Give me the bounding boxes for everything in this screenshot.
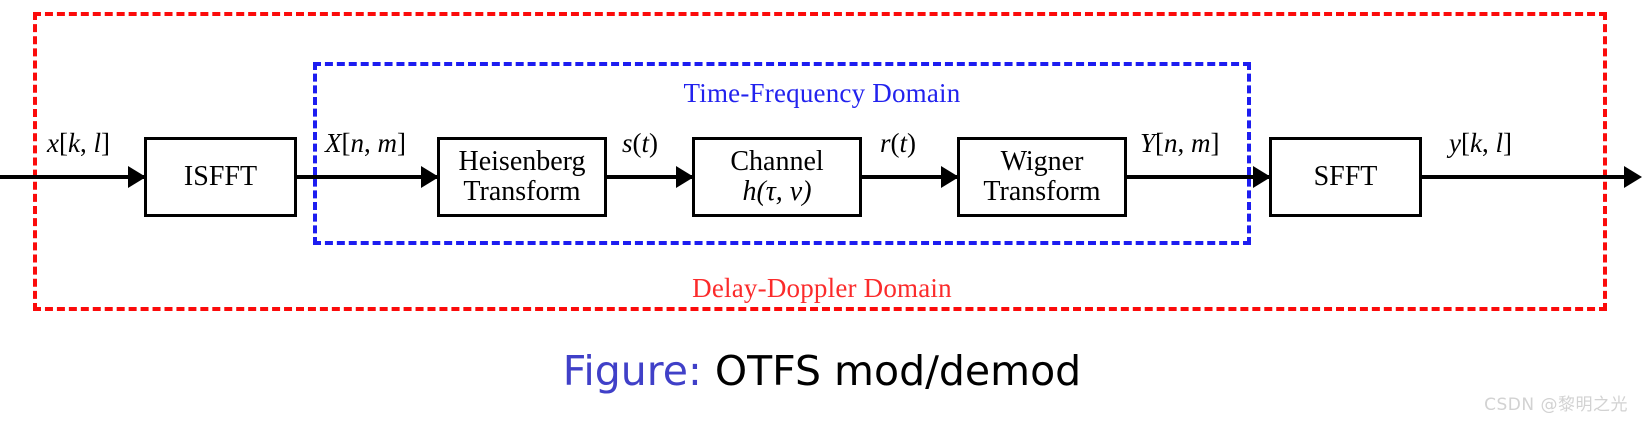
block-channel: Channel h(τ, ν) [692, 137, 862, 217]
block-wigner-label-line1: Wigner [1000, 146, 1084, 178]
block-heisenberg-label-line2: Transform [463, 176, 581, 207]
arrow-head-icon-into-sfft [1253, 166, 1271, 188]
signal-label-r-t: r(t) [880, 128, 917, 158]
wire-input-to-isfft [0, 175, 150, 179]
csdn-watermark: CSDN @黎明之光 [1484, 395, 1628, 415]
block-isfft: ISFFT [144, 137, 297, 217]
block-channel-label: Channel [730, 146, 824, 178]
figure-caption-prefix: Figure: [562, 347, 702, 395]
signal-label-s-t: s(t) [622, 128, 659, 158]
block-isfft-label: ISFFT [183, 161, 258, 193]
wire-isfft-to-heisenberg [295, 175, 443, 179]
signal-label-y-k-l: y[k, l] [1449, 128, 1512, 158]
block-sfft: SFFT [1269, 137, 1422, 217]
figure-caption: Figure: OTFS mod/demod [0, 347, 1644, 395]
arrow-head-icon-into-channel [676, 166, 694, 188]
block-wigner-transform: Wigner Transform [957, 137, 1127, 217]
block-heisenberg-transform: Heisenberg Transform [437, 137, 607, 217]
figure-caption-title: OTFS mod/demod [714, 347, 1082, 395]
time-frequency-domain-boundary [313, 62, 1251, 245]
wire-heisenberg-to-channel [605, 175, 698, 179]
time-frequency-domain-label: Time-Frequency Domain [683, 78, 961, 108]
signal-label-X-n-m: X[n, m] [325, 128, 406, 158]
delay-doppler-domain-boundary [33, 12, 1607, 311]
wire-wigner-to-sfft [1125, 175, 1275, 179]
block-wigner-label-line2: Transform [983, 176, 1101, 207]
arrow-head-icon-into-wigner [941, 166, 959, 188]
block-channel-impulse-response: h(τ, ν) [742, 176, 812, 207]
delay-doppler-domain-label: Delay-Doppler Domain [692, 273, 952, 303]
wire-sfft-to-output [1420, 175, 1632, 179]
signal-label-x-k-l: x[k, l] [47, 128, 110, 158]
wire-channel-to-wigner [860, 175, 963, 179]
block-heisenberg-label-line1: Heisenberg [458, 146, 586, 178]
arrow-head-icon-output [1624, 166, 1642, 188]
signal-label-Y-n-m: Y[n, m] [1140, 128, 1220, 158]
arrow-head-icon-into-isfft [128, 166, 146, 188]
arrow-head-icon-into-heisenberg [421, 166, 439, 188]
block-sfft-label: SFFT [1313, 161, 1378, 193]
